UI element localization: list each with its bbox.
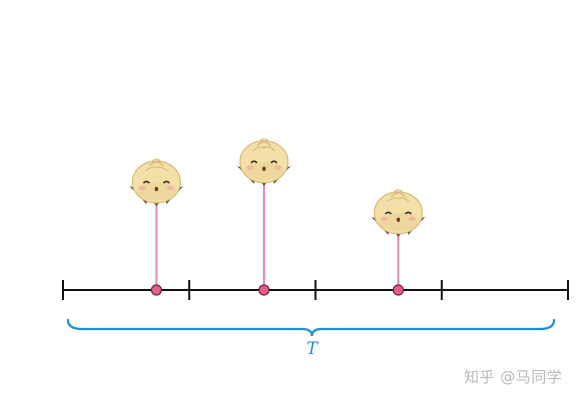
bun-icon	[129, 158, 184, 206]
arrival-markers	[129, 138, 426, 237]
period-brace	[66, 318, 556, 337]
time-axis	[62, 280, 569, 300]
bun-icon	[236, 138, 291, 186]
bun-icon	[371, 189, 426, 237]
brace-path	[66, 318, 556, 337]
period-label: T	[306, 339, 319, 359]
watermark: 知乎 @马同学	[464, 368, 563, 386]
arrival-dot	[150, 284, 163, 296]
arrival-stems	[150, 181, 404, 296]
arrival-dot	[258, 284, 270, 296]
arrival-dot	[392, 284, 404, 296]
